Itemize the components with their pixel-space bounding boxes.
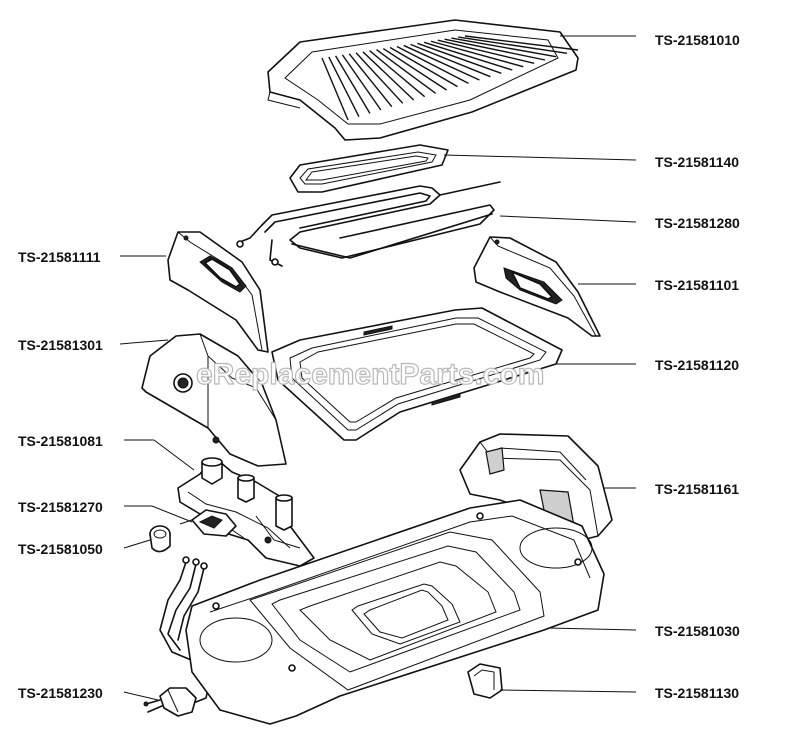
label-ts-21581030: TS-21581030 — [655, 623, 740, 639]
label-ts-21581230: TS-21581230 — [18, 685, 103, 701]
label-ts-21581280: TS-21581280 — [655, 215, 740, 231]
label-ts-21581101: TS-21581101 — [655, 277, 739, 293]
base — [185, 499, 605, 725]
rack-bar — [328, 56, 360, 117]
label-ts-21581081: TS-21581081 — [18, 433, 103, 449]
rack-bar — [382, 47, 447, 91]
rack-bar — [389, 46, 458, 88]
control-module — [177, 457, 315, 567]
rack-bar — [458, 36, 568, 55]
rack-bar — [437, 39, 535, 65]
rack-bar — [417, 42, 502, 74]
rack-bar — [348, 53, 393, 108]
rack-bar — [355, 52, 404, 104]
rack-bar — [464, 35, 579, 51]
label-ts-21581130: TS-21581130 — [655, 685, 739, 701]
power-cord — [143, 556, 211, 717]
rack-bar — [335, 55, 371, 114]
rack-bar — [444, 38, 546, 61]
right-cover — [459, 433, 613, 541]
rack-bar — [396, 45, 469, 84]
rack-bar — [430, 40, 524, 68]
rack-bar — [321, 57, 349, 121]
label-ts-21581050: TS-21581050 — [18, 541, 103, 557]
label-ts-21581010: TS-21581010 — [655, 32, 740, 48]
rack-bar — [369, 50, 426, 98]
heating-element — [236, 181, 501, 267]
part-labels: TS-21581010 TS-21581140 TS-21581280 TS-2… — [18, 32, 740, 701]
thermostat — [179, 509, 245, 539]
rack-bar — [341, 54, 382, 111]
label-ts-21581120: TS-21581120 — [655, 357, 739, 373]
label-ts-21581270: TS-21581270 — [18, 499, 103, 515]
foot-clip — [467, 663, 503, 699]
rack-bar — [410, 43, 491, 78]
control-housing — [141, 333, 287, 467]
label-ts-21581301: TS-21581301 — [18, 337, 103, 353]
right-end-cap — [473, 236, 601, 337]
heat-reflector — [289, 144, 449, 193]
label-ts-21581111: TS-21581111 — [18, 249, 101, 265]
rack-bar — [376, 49, 437, 94]
grill-rack — [267, 19, 579, 141]
control-knob — [149, 525, 171, 553]
drip-tray — [271, 307, 563, 441]
rack-bar — [362, 51, 415, 101]
leader-lines — [119, 35, 637, 701]
left-end-cap — [167, 231, 269, 353]
label-ts-21581140: TS-21581140 — [655, 154, 739, 170]
rack-bar — [403, 44, 480, 81]
watermark-text: eReplacementParts.com — [196, 358, 545, 391]
rack-bar — [451, 37, 557, 58]
label-ts-21581161: TS-21581161 — [655, 481, 739, 497]
rack-bar — [423, 41, 513, 71]
